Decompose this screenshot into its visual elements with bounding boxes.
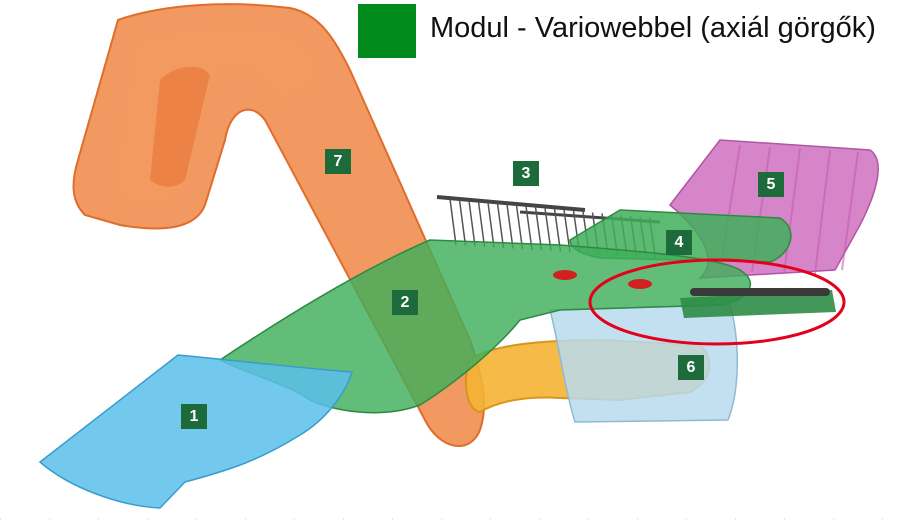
comb-tooth	[544, 207, 552, 252]
legend-swatch	[358, 4, 416, 58]
comb-tooth	[487, 202, 495, 248]
comb-tooth	[449, 198, 457, 246]
comb-tooth	[477, 201, 486, 247]
module-badge-4: 4	[666, 230, 692, 255]
module-badge-2: 2	[392, 290, 418, 315]
red-roller-pins	[553, 270, 652, 289]
axial-rollers	[680, 288, 836, 318]
comb-tooth	[496, 203, 505, 249]
module-badge-5: 5	[758, 172, 784, 197]
module-badge-1: 1	[181, 404, 207, 429]
legend-label: Modul - Variowebbel (axiál görgők)	[430, 12, 876, 44]
module-badge-6: 6	[678, 355, 704, 380]
red-roller-pin	[553, 270, 577, 280]
comb-tooth	[468, 200, 476, 247]
comb-tooth	[534, 206, 543, 251]
module-badge-3: 3	[513, 161, 539, 186]
highlight-ellipse	[588, 258, 846, 346]
comb-tooth	[506, 204, 514, 249]
support-box-shape	[549, 304, 739, 423]
comb-tooth	[458, 199, 467, 246]
red-roller-pin	[628, 279, 652, 289]
module-1-shape	[38, 354, 353, 509]
module-badge-7: 7	[325, 149, 351, 174]
comb-tooth	[515, 205, 524, 250]
comb-tooth	[525, 206, 533, 250]
